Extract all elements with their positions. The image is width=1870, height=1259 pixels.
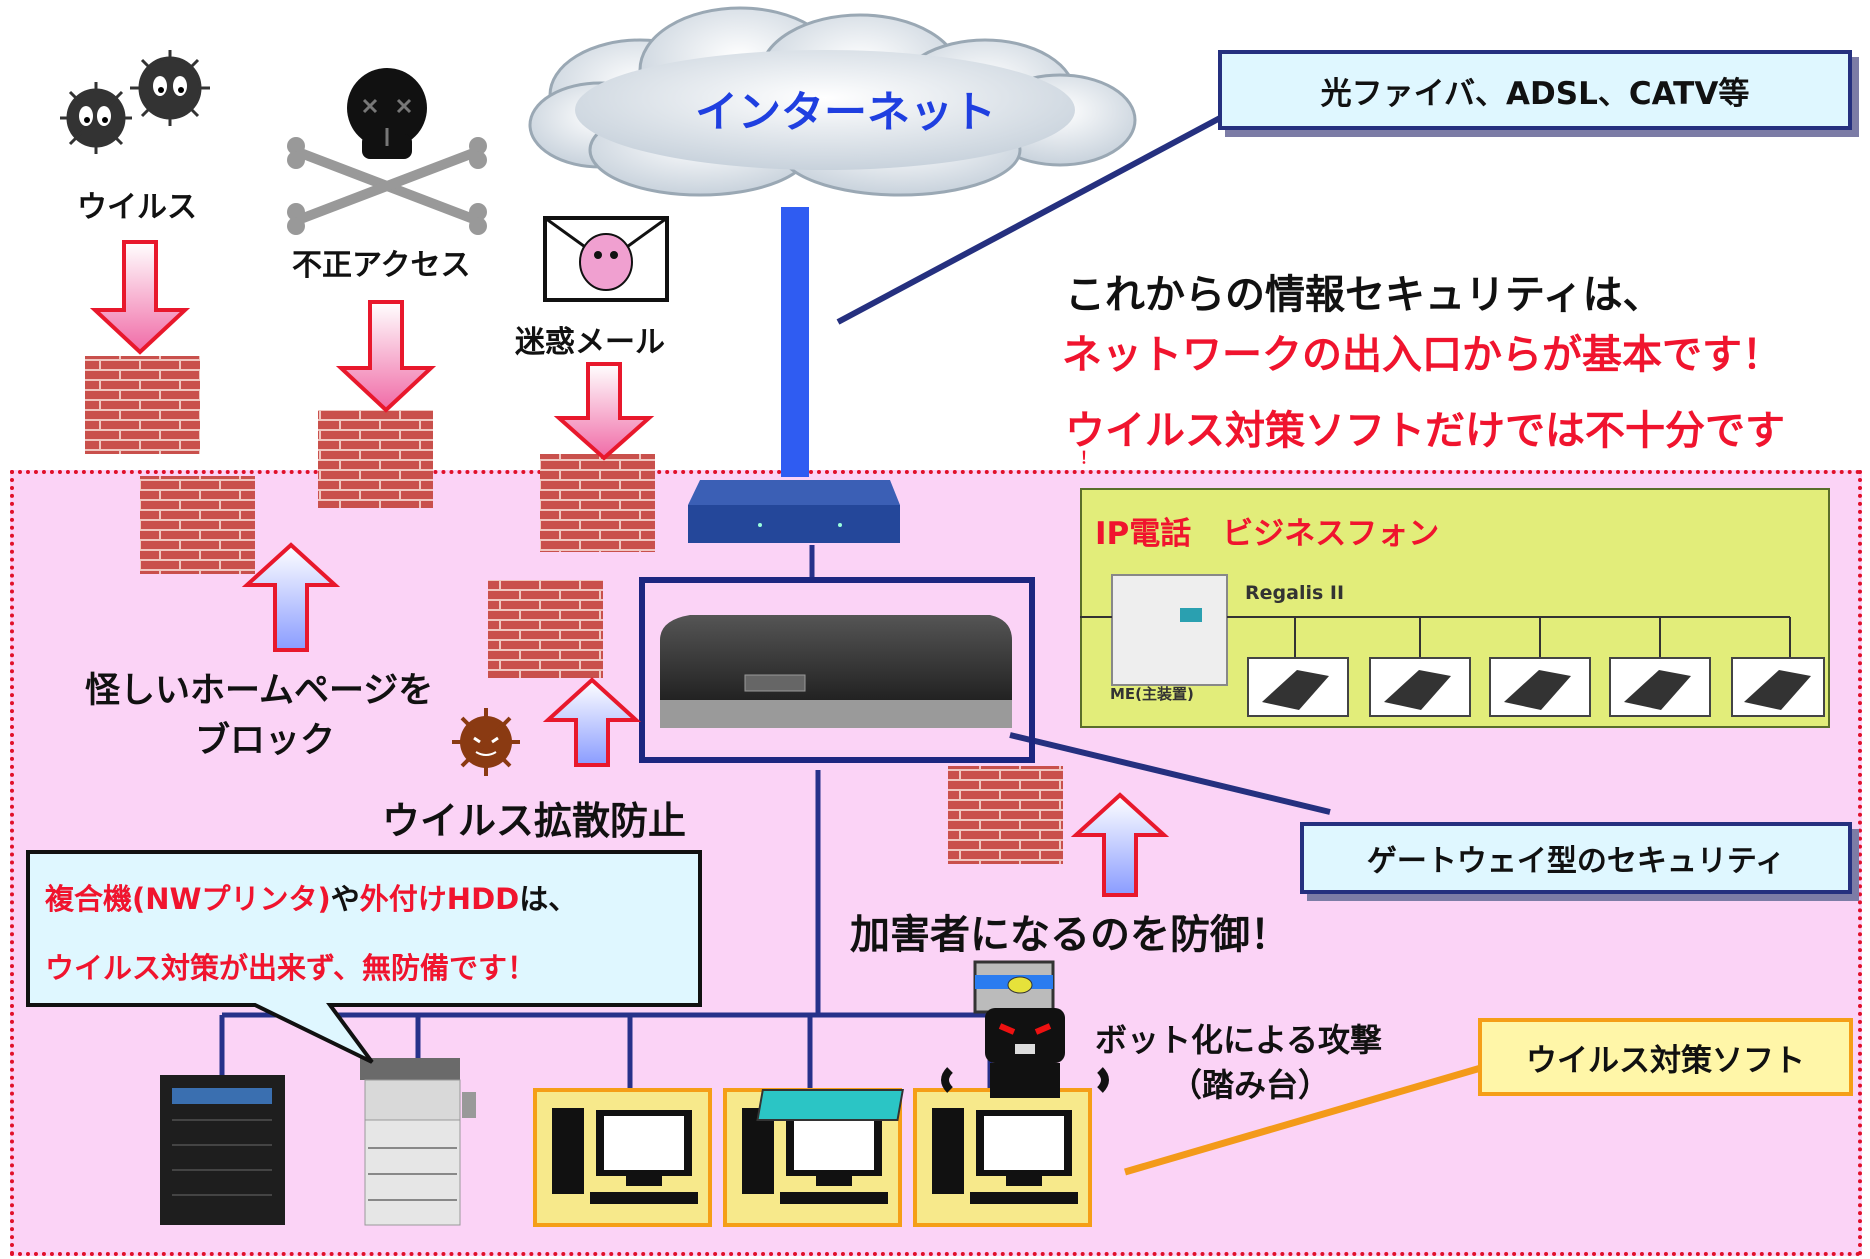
up-arrows — [241, 542, 1170, 897]
stop-spread-label: ウイルス拡散防止 — [382, 799, 687, 843]
headline-line1: これからの情報セキュリティは、 — [1065, 272, 1663, 318]
skull-crossbones-icon — [287, 68, 487, 235]
antivirus-software-callout: ウイルス対策ソフト — [1478, 1018, 1853, 1096]
firewall-virus — [85, 356, 200, 454]
pointer-line-fiber — [836, 107, 1237, 325]
firewall-icons — [85, 356, 1063, 864]
up-arrow-spread — [542, 677, 642, 767]
spam-mail-label: 迷惑メール — [515, 325, 665, 360]
ip-phone-main-unit: ME(主装置) — [1110, 685, 1194, 703]
warning-topic-text: は、 — [519, 882, 578, 916]
up-arrow-web — [241, 542, 341, 652]
block-sites-line1: 怪しいホームページを — [85, 671, 434, 711]
internet-cloud-icon — [528, 6, 1137, 197]
internet-label: インターネット — [695, 88, 996, 138]
warning-line1: 複合機(NWプリンタ)や外付けHDDは、 — [45, 876, 577, 918]
headline-line3-cont: ！ — [1080, 448, 1097, 467]
firewall-attacker — [948, 766, 1063, 864]
utm-frame — [639, 577, 1035, 763]
pc-workstation-icons — [533, 1088, 1092, 1227]
multifunction-printer-icon — [360, 1058, 476, 1226]
warning-and-text: や — [330, 882, 360, 916]
internet-uplink-line — [781, 207, 809, 477]
pc-workstation-1 — [533, 1088, 712, 1227]
firewall-web — [140, 476, 255, 574]
gateway-security-text: ゲートウェイ型のセキュリティ — [1366, 844, 1786, 879]
virus-label: ウイルス — [77, 190, 197, 225]
bot-robot-icon — [756, 960, 1109, 1121]
firewall-access — [318, 410, 433, 508]
nas-storage-icon — [160, 1075, 285, 1225]
ip-phone-title: IP電話 ビジネスフォン — [1095, 516, 1440, 552]
up-arrow-attacker — [1070, 792, 1170, 897]
line-types-text: 光ファイバ、ADSL、CATV等 — [1320, 75, 1750, 112]
router-icon — [688, 480, 900, 543]
ip-phone-model: Regalis II — [1245, 582, 1345, 604]
warning-bubble-shape — [26, 850, 702, 1064]
headline-line2: ネットワークの出入口からが基本です！ — [1062, 332, 1782, 378]
headline-line3: ウイルス対策ソフトだけでは不十分です — [1065, 408, 1785, 454]
pointer-line-antivirus — [1124, 1054, 1516, 1176]
down-arrow-spam — [553, 362, 655, 461]
pc-workstation-3 — [913, 1088, 1092, 1227]
firewall-spread — [488, 580, 603, 678]
utm-device-icon — [660, 615, 1012, 728]
warning-line2: ウイルス対策が出来ず、無防備です！ — [45, 951, 536, 985]
firewall-spam — [540, 454, 655, 552]
ip-phone-panel-drawing — [1080, 574, 1825, 717]
pc-workstation-2 — [723, 1088, 902, 1227]
antivirus-software-text: ウイルス対策ソフト — [1526, 1042, 1805, 1079]
line-types-callout: 光ファイバ、ADSL、CATV等 — [1218, 50, 1852, 130]
bot-attack-line1: ボット化による攻撃 — [1095, 1021, 1383, 1059]
virus-icon — [60, 50, 210, 154]
warning-mfp-text: 複合機(NWプリンタ) — [45, 882, 331, 916]
down-arrow-access — [335, 300, 437, 413]
unauthorized-access-label: 不正アクセス — [292, 248, 471, 283]
brown-virus-icon — [452, 708, 520, 776]
down-arrows — [89, 240, 655, 461]
lan-cables — [219, 545, 1025, 1090]
spam-mail-icon — [543, 216, 669, 302]
down-arrow-virus — [89, 240, 191, 355]
prevent-attacker-label: 加害者になるのを防御！ — [850, 912, 1290, 958]
block-sites-line2: ブロック — [195, 721, 336, 761]
warning-hdd-text: 外付けHDD — [359, 882, 520, 916]
pointer-line-gateway — [1009, 732, 1331, 815]
gateway-security-callout: ゲートウェイ型のセキュリティ — [1300, 822, 1852, 894]
bot-attack-line2: （踏み台） — [1170, 1066, 1331, 1104]
